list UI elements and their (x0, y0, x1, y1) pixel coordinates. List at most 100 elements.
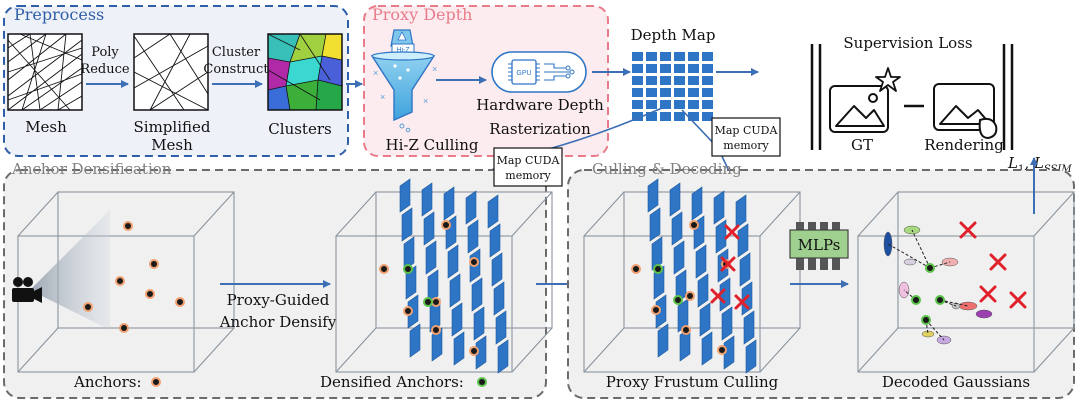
cube-edge (583, 327, 625, 373)
poly-reduce-label-1: Poly (91, 45, 119, 60)
depth-cell (702, 64, 713, 73)
clusters-image (267, 33, 343, 111)
anchor-point (403, 306, 413, 316)
proxy-guided-label-1: Proxy-Guided (227, 291, 330, 309)
svg-text:×: × (423, 96, 428, 106)
anchor-point (631, 264, 641, 274)
densified-depth-planes (399, 178, 509, 374)
cube-edge (193, 327, 235, 373)
culling-decoding-title: Culling & Decoding (592, 160, 742, 178)
hi-z-culling-label: Hi-Z Culling (386, 136, 479, 154)
depth-plane (695, 244, 707, 279)
gpu-icon: GPU (491, 51, 587, 93)
depth-plane (723, 335, 735, 370)
depth-plane (677, 298, 689, 333)
anchor-point (469, 346, 479, 356)
map-cuda-box-left: Map CUDA memory (493, 147, 563, 187)
cluster-construct-label-1: Cluster (212, 45, 261, 60)
decoded-gaussians-group (883, 225, 993, 345)
cluster-construct-label-2: Construct (203, 62, 269, 77)
depth-cell (674, 64, 685, 73)
depth-plane (453, 331, 465, 366)
anchors-label: Anchors: (73, 373, 142, 391)
depth-plane (651, 236, 663, 271)
depth-cell (646, 100, 657, 109)
depth-plane (743, 310, 755, 345)
depth-plane (449, 273, 461, 308)
cube-edge (1033, 327, 1075, 373)
cube-edge (193, 191, 235, 237)
cube-edge (335, 191, 377, 237)
anchor-point (685, 291, 695, 301)
depth-plane (671, 211, 683, 246)
cube-edge (1033, 191, 1075, 237)
depth-cell (660, 100, 671, 109)
depth-plane (719, 277, 731, 312)
clusters-label: Clusters (268, 120, 331, 138)
anchor-point (673, 295, 683, 305)
anchor-legend-dot (151, 377, 161, 387)
depth-plane (427, 269, 439, 304)
gaussian-link (929, 261, 951, 269)
cube-edge (17, 327, 59, 373)
gaussians-cube (857, 191, 1075, 373)
depth-cell (688, 64, 699, 73)
anchor-point (653, 264, 663, 274)
supervision-title: Supervision Loss (843, 34, 972, 52)
hardware-depth-label-1: Hardware Depth (476, 96, 604, 114)
anchor-point (441, 220, 451, 230)
cube-edge (583, 191, 625, 237)
culled-cross (989, 253, 1007, 271)
depth-plane (495, 310, 507, 345)
anchor-point (431, 297, 441, 307)
depth-cell (632, 52, 643, 61)
depth-cell (660, 88, 671, 97)
cube-edge (511, 327, 553, 373)
depth-plane (423, 211, 435, 246)
depth-plane (407, 294, 419, 329)
anchor-point (123, 221, 133, 231)
map-cuda-box-right: Map CUDA memory (711, 117, 781, 157)
simplified-mesh-image (133, 33, 209, 111)
map-cuda-right-line1: Map CUDA (715, 124, 779, 137)
rendering-label: Rendering (924, 136, 1004, 154)
depth-cell (660, 112, 671, 121)
proxy-frustum-label: Proxy Frustum Culling (606, 373, 779, 391)
depth-cell (688, 100, 699, 109)
densified-anchors-label: Densified Anchors: (320, 373, 464, 391)
map-cuda-left-line2: memory (505, 169, 551, 182)
depth-plane (697, 273, 709, 308)
depth-plane (737, 223, 749, 258)
frustum-anchors-group (631, 220, 731, 355)
anchor-point (83, 302, 93, 312)
depth-cell (632, 76, 643, 85)
mesh-label: Mesh (25, 118, 67, 136)
depth-cell (674, 88, 685, 97)
anchors-group (83, 221, 185, 333)
depth-plane (409, 323, 421, 358)
cube-back-face (375, 191, 553, 329)
depth-plane (487, 194, 499, 229)
depth-cell (688, 76, 699, 85)
anchor-point (379, 264, 389, 274)
depth-plane (739, 252, 751, 287)
map-cuda-right-line2: memory (723, 139, 769, 152)
cube-edge (335, 327, 377, 373)
decoded-gaussians-label: Decoded Gaussians (882, 373, 1030, 391)
depth-plane (467, 219, 479, 254)
culled-cross (959, 221, 977, 239)
cube-back-face (57, 191, 235, 329)
cube-edge (759, 191, 801, 237)
depth-cell (702, 52, 713, 61)
anchor-point (149, 259, 159, 269)
gpu-badge-text: GPU (516, 70, 531, 77)
depth-cell (646, 76, 657, 85)
frustum-culled-crosses (710, 224, 750, 310)
depth-plane (497, 339, 509, 374)
anchor-point (689, 220, 699, 230)
depth-plane (491, 252, 503, 287)
densified-anchors-group (379, 220, 479, 356)
depth-cell (688, 112, 699, 121)
supervision-bars (810, 44, 1014, 150)
depth-plane (655, 294, 667, 329)
